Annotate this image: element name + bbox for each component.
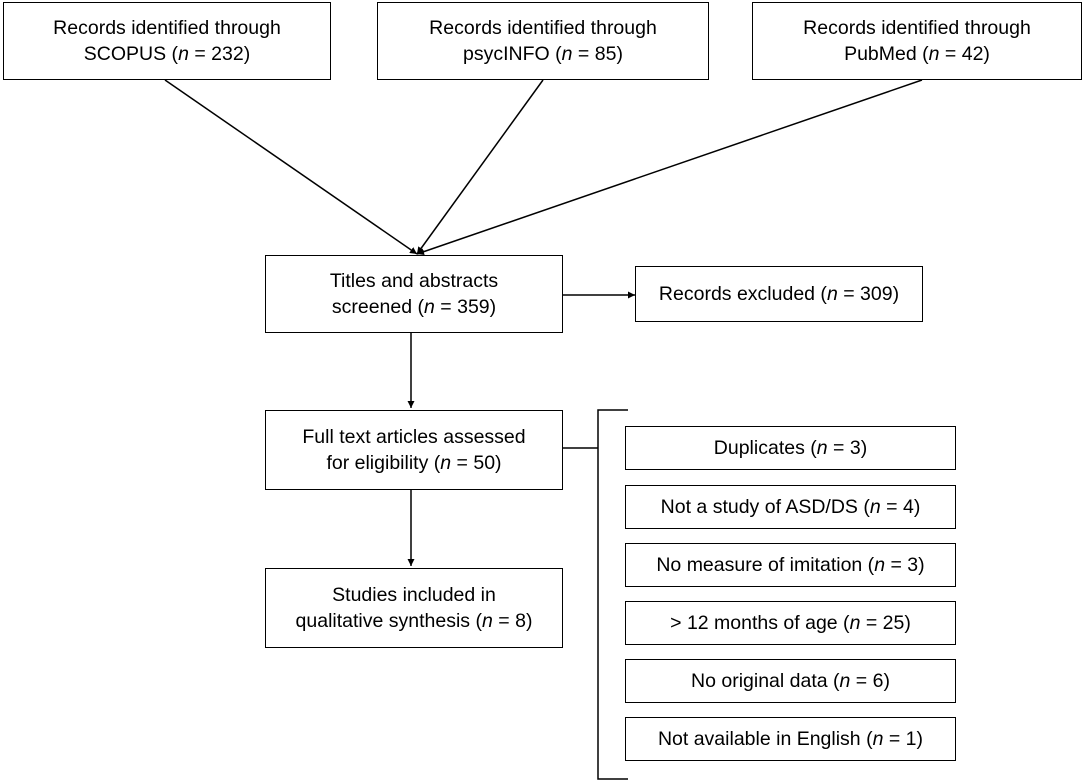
exclusion-reason-age: > 12 months of age (n = 25): [625, 601, 956, 645]
records-excluded-label: Records excluded (n = 309): [658, 283, 900, 305]
eligibility-box: Full text articles assessed for eligibil…: [265, 410, 563, 490]
scopus-count: 232: [211, 43, 244, 65]
scopus-records-box: Records identified through SCOPUS (n = 2…: [3, 2, 331, 80]
pubmed-records-box: Records identified through PubMed (n = 4…: [752, 2, 1082, 80]
pubmed-title: Records identified through: [803, 17, 1031, 39]
screening-line1: Titles and abstracts: [329, 270, 499, 292]
psycinfo-records-box: Records identified through psycINFO (n =…: [377, 2, 709, 80]
included-count: 8: [515, 610, 526, 632]
psycinfo-title: Records identified through: [429, 17, 657, 39]
psycinfo-count-line: psycINFO (n = 85): [463, 43, 623, 65]
exclusion-reason-not-asd-ds: Not a study of ASD/DS (n = 4): [625, 485, 956, 529]
scopus-db-name: SCOPUS: [83, 43, 167, 65]
eligibility-count: 50: [473, 452, 496, 474]
eligibility-line1: Full text articles assessed: [302, 426, 526, 448]
eligibility-line2: for eligibility (n = 50): [326, 452, 502, 474]
screening-line2: screened (n = 359): [331, 296, 497, 318]
exclusion-reason-count: 3: [849, 437, 861, 459]
included-studies-box: Studies included in qualitative synthesi…: [265, 568, 563, 648]
scopus-count-line: SCOPUS (n = 232): [83, 43, 251, 65]
exclusion-reason-count: 25: [882, 612, 905, 634]
included-line2: qualitative synthesis (n = 8): [295, 610, 533, 632]
arrow-pubmed-to-screening: [416, 79, 923, 256]
psycinfo-db-name: psycINFO: [463, 43, 550, 65]
exclusion-reason-label: No original data: [691, 670, 828, 692]
exclusion-bracket: [597, 409, 628, 780]
records-excluded-count: 309: [860, 283, 893, 305]
screening-count: 359: [457, 296, 490, 318]
psycinfo-count: 85: [594, 43, 617, 65]
scopus-title: Records identified through: [53, 17, 281, 39]
exclusion-reason-label: Not available in English: [657, 728, 861, 750]
exclusion-reason-not-english: Not available in English (n = 1): [625, 717, 956, 761]
exclusion-reason-count: 3: [907, 554, 919, 576]
exclusion-reason-label: Duplicates: [713, 437, 805, 459]
screening-box: Titles and abstracts screened (n = 359): [265, 255, 563, 333]
records-excluded-box: Records excluded (n = 309): [635, 266, 923, 322]
exclusion-reason-no-original-data: No original data (n = 6): [625, 659, 956, 703]
pubmed-db-name: PubMed: [844, 43, 917, 65]
arrow-psycinfo-to-screening: [416, 79, 544, 255]
exclusion-reason-no-imitation-measure: No measure of imitation (n = 3): [625, 543, 956, 587]
exclusion-reason-label: No measure of imitation: [656, 554, 863, 576]
exclusion-reason-duplicates: Duplicates (n = 3): [625, 426, 956, 470]
pubmed-count: 42: [961, 43, 984, 65]
included-line1: Studies included in: [332, 584, 496, 606]
exclusion-reason-label: > 12 months of age: [670, 612, 838, 634]
pubmed-count-line: PubMed (n = 42): [844, 43, 990, 65]
arrow-scopus-to-screening: [164, 79, 418, 255]
exclusion-reason-count: 6: [872, 670, 884, 692]
exclusion-reason-label: Not a study of ASD/DS: [660, 496, 858, 518]
exclusion-reason-count: 1: [905, 728, 917, 750]
exclusion-reason-count: 4: [902, 496, 914, 518]
